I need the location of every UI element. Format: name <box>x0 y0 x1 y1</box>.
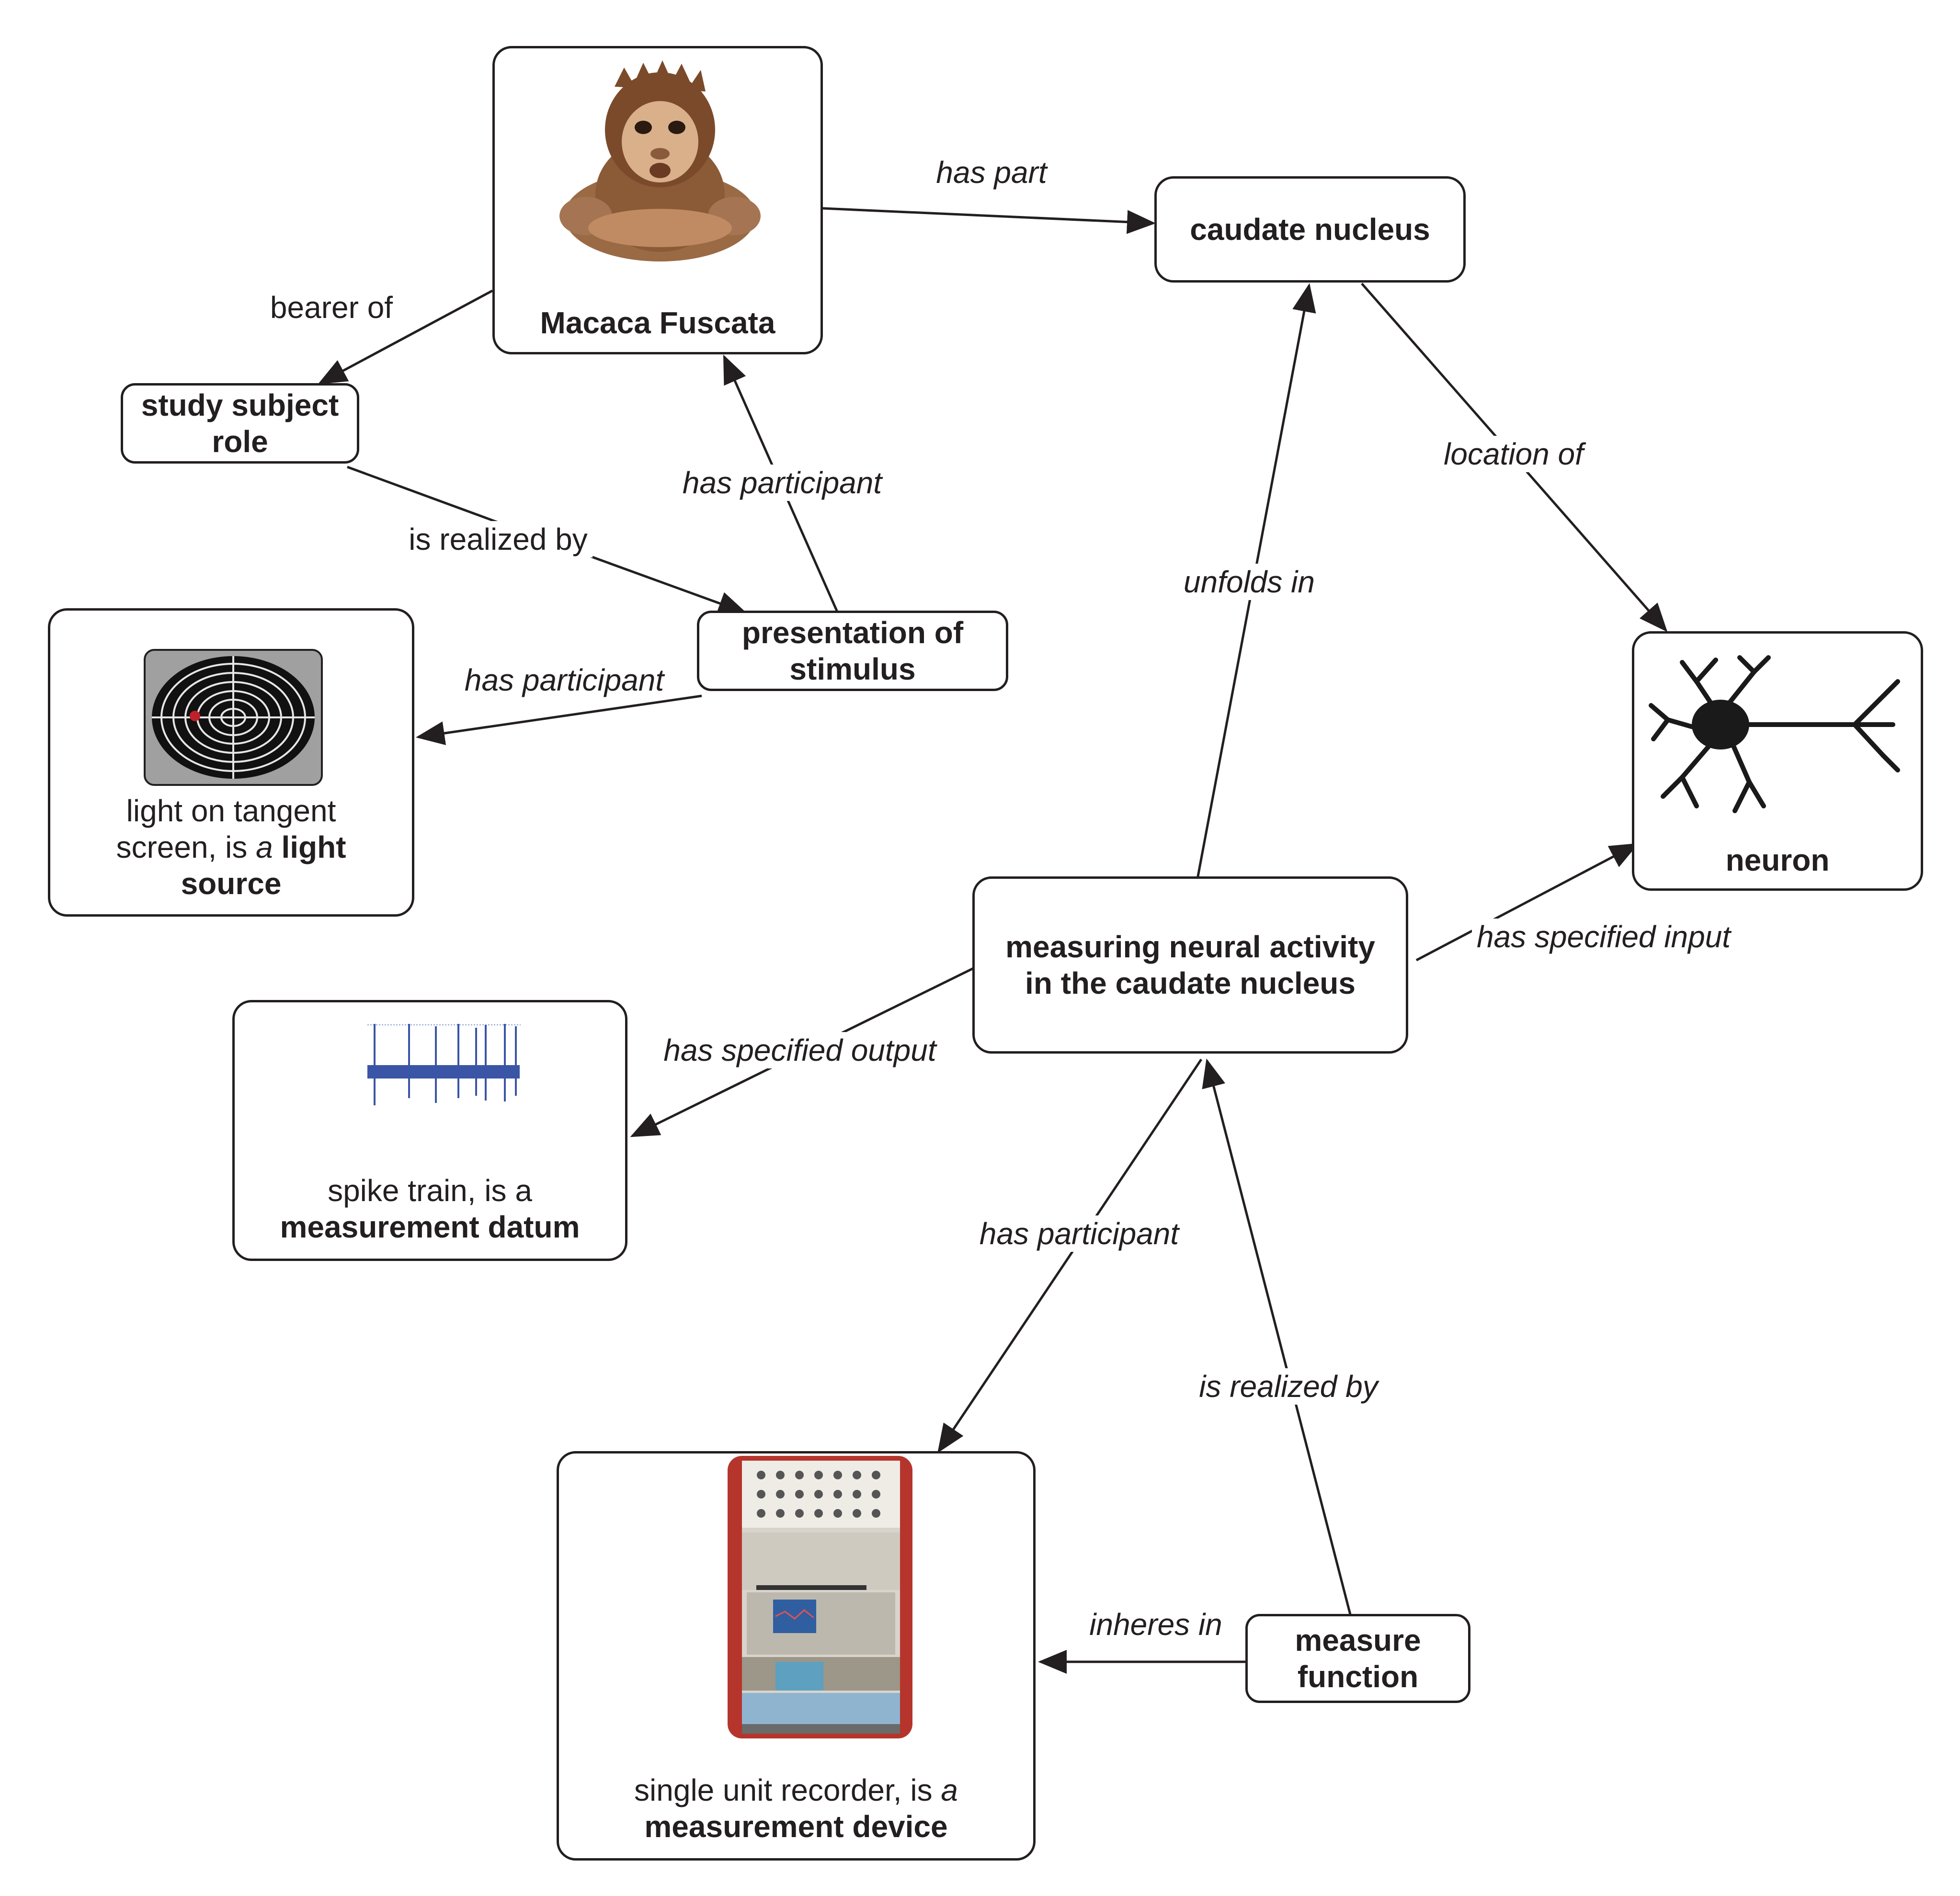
edge-is-realized-by-fn <box>1202 1058 1352 1617</box>
recorder-line1-pre: single unit recorder, is <box>634 1773 941 1807</box>
light-line2-a: a <box>256 830 273 864</box>
spike-train-plot <box>367 1024 521 1105</box>
caudate-label: caudate nucleus <box>1190 212 1430 247</box>
edge-label-bearer-of: bearer of <box>265 289 398 326</box>
light-caption: light on tangent screen, is a light sour… <box>50 793 412 902</box>
edge-label-has-part: has part <box>931 154 1052 191</box>
node-macaca-fuscata: Macaca Fuscata <box>492 46 823 354</box>
recorder-line1: single unit recorder, is a <box>559 1772 1033 1808</box>
edge-label-has-participant-light: has participant <box>459 662 669 698</box>
recorder-caption: single unit recorder, is a measurement d… <box>559 1772 1033 1845</box>
spike-caption: spike train, is a measurement datum <box>235 1172 625 1245</box>
measuring-label: measuring neural activity in the caudate… <box>1005 930 1375 1000</box>
node-measure-function: measure function <box>1245 1614 1470 1703</box>
edge-label-is-realized-by-fn: is realized by <box>1194 1368 1383 1405</box>
edge-bearer-of <box>318 289 493 385</box>
edge-has-specified-input <box>1415 843 1639 962</box>
spike-line1: spike train, is a <box>328 1173 532 1208</box>
edge-label-has-participant-recorder: has participant <box>974 1215 1184 1252</box>
edge-label-has-participant-macaca: has participant <box>677 465 887 501</box>
target-screen-image <box>144 649 323 786</box>
neuron-label: neuron <box>1725 843 1830 877</box>
edge-label-location-of: location of <box>1439 436 1588 472</box>
node-caudate-nucleus: caudate nucleus <box>1154 176 1466 283</box>
node-measuring-neural-activity: measuring neural activity in the caudate… <box>972 876 1408 1054</box>
edge-has-participant-light <box>416 694 702 745</box>
light-line2-pre: screen, is <box>116 830 256 864</box>
measure-fn-label: measure function <box>1295 1623 1421 1694</box>
node-presentation-of-stimulus: presentation of stimulus <box>697 611 1008 691</box>
light-line1: light on tangent <box>126 794 336 828</box>
node-spike-train: spike train, is a measurement datum <box>232 1000 627 1261</box>
node-study-subject-role: study subject role <box>121 383 359 464</box>
edge-label-is-realized-by-role: is realized by <box>404 521 593 557</box>
edge-has-part <box>822 207 1156 234</box>
edge-label-has-specified-output: has specified output <box>659 1032 941 1068</box>
edge-label-has-specified-input: has specified input <box>1471 919 1736 955</box>
node-light-source: light on tangent screen, is a light sour… <box>48 608 414 917</box>
edge-label-inheres-in: inheres in <box>1084 1606 1227 1643</box>
edge-has-participant-recorder <box>937 1058 1203 1453</box>
edge-label-unfolds-in: unfolds in <box>1179 564 1320 600</box>
edge-is-realized-by-role <box>347 465 747 615</box>
monkey-illustration <box>559 60 761 261</box>
recorder-line2: measurement device <box>644 1809 948 1844</box>
spike-line2: measurement datum <box>280 1210 580 1244</box>
node-neuron: neuron <box>1632 631 1923 891</box>
node-single-unit-recorder: single unit recorder, is a measurement d… <box>557 1451 1036 1861</box>
light-line3: source <box>181 866 282 901</box>
recorder-line1-a: a <box>941 1773 958 1807</box>
macaca-label: Macaca Fuscata <box>540 306 775 340</box>
study-role-label: study subject role <box>141 388 339 459</box>
neuron-illustration <box>1649 655 1900 813</box>
recorder-photo <box>728 1456 912 1738</box>
light-line2-b: light <box>281 830 346 864</box>
presentation-label: presentation of stimulus <box>741 615 964 686</box>
light-line2: screen, is a light <box>50 829 412 865</box>
